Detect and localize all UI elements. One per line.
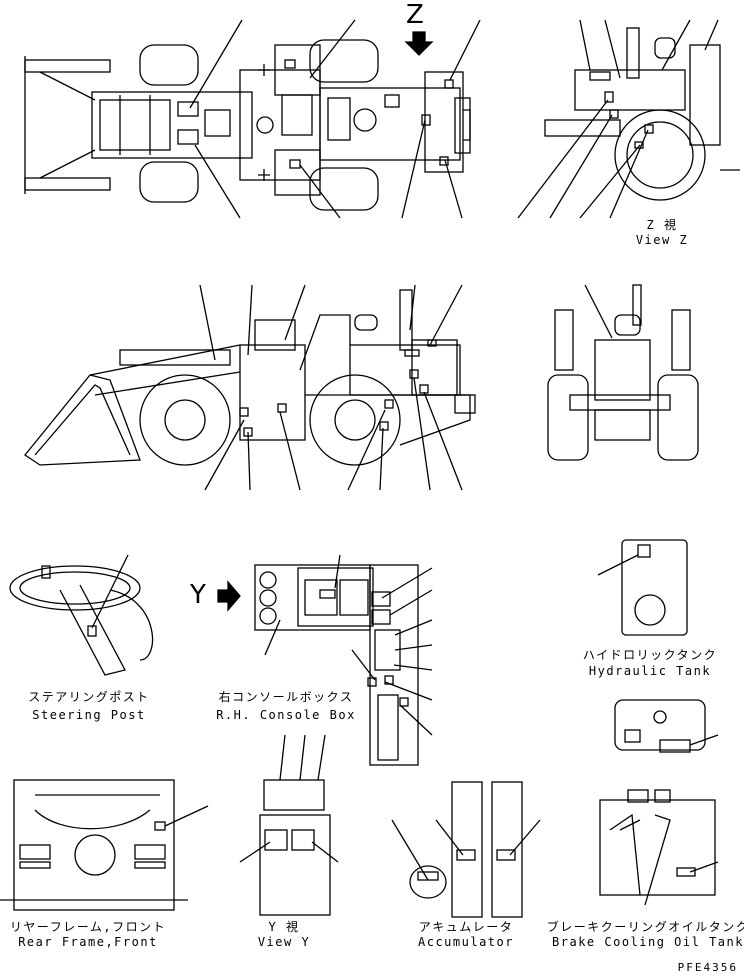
caption-accumulator-en: Accumulator: [418, 935, 514, 949]
caption-view-y-jp: Y 視: [268, 920, 300, 934]
caption-steering-en: Steering Post: [32, 708, 146, 722]
caption-hydraulic-jp: ハイドロリックタンク: [582, 648, 718, 662]
loader-top-view: [24, 19, 481, 219]
caption-view-y-en: View Y: [257, 935, 311, 949]
loader-front-view: [547, 284, 699, 461]
marker-y: Y: [190, 580, 206, 610]
caption-hydraulic-en: Hydraulic Tank: [588, 664, 712, 678]
hydraulic-tank: [597, 539, 688, 636]
caption-steering-jp: ステアリングポスト: [28, 690, 150, 704]
caption-rear-frame-en: Rear Frame,Front: [18, 935, 158, 949]
caption-brake-jp: ブレーキクーリングオイルタンク: [546, 920, 744, 934]
rear-frame-front: [0, 779, 209, 911]
caption-view-z-en: View Z: [635, 233, 689, 247]
z-arrow-icon: [404, 31, 434, 56]
caption-console-jp: 右コンソールボックス: [218, 690, 354, 704]
brake-cooling-tank: [599, 699, 719, 906]
y-arrow-icon: [217, 580, 241, 612]
caption-console-en: R.H. Console Box: [216, 708, 356, 722]
loader-side-view: [24, 284, 476, 491]
caption-view-z-jp: Z 視: [646, 218, 678, 232]
steering-post: [9, 554, 154, 676]
view-y: [239, 734, 339, 916]
caption-brake-en: Brake Cooling Oil Tank: [552, 935, 744, 949]
drawing-code: PFE4356: [677, 961, 738, 974]
caption-rear-frame-jp: リヤーフレーム,フロント: [9, 920, 167, 934]
accumulator: [391, 781, 541, 918]
caption-accumulator-jp: アキュムレータ: [418, 920, 514, 934]
marker-z: Z: [406, 0, 424, 30]
console-box: [217, 554, 433, 766]
view-z: [517, 19, 740, 219]
